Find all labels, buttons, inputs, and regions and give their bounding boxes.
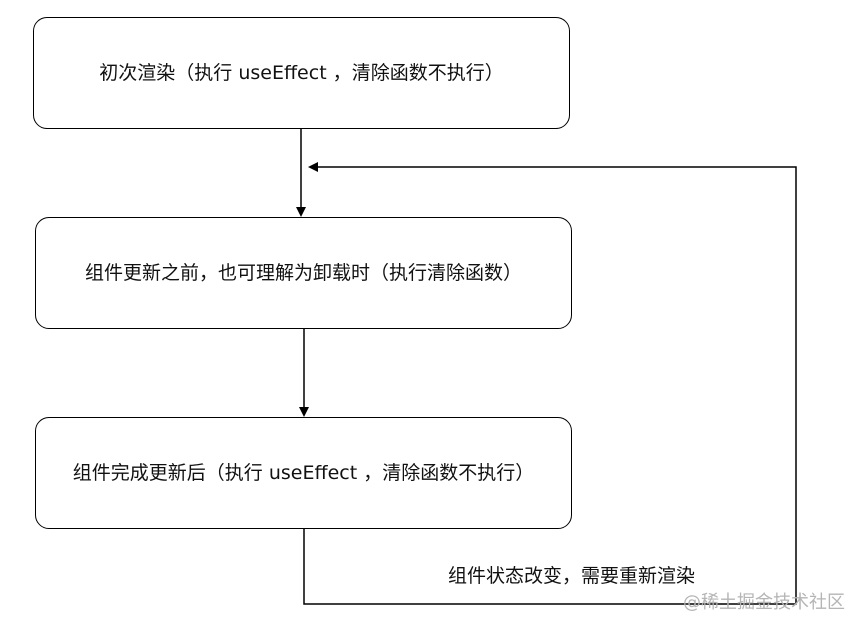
node-after-update: 组件完成更新后（执行 useEffect ，清除函数不执行） <box>35 417 572 529</box>
watermark-text: @稀土掘金技术社区 <box>683 592 845 613</box>
edge-loop-label: 组件状态改变，需要重新渲染 <box>448 562 696 590</box>
node-initial-render: 初次渲染（执行 useEffect ，清除函数不执行） <box>33 17 570 129</box>
node-initial-render-label: 初次渲染（执行 useEffect ，清除函数不执行） <box>99 62 504 84</box>
edge-loop-back <box>303 162 797 605</box>
node-before-update-label: 组件更新之前，也可理解为卸载时（执行清除函数） <box>84 262 522 284</box>
node-before-update: 组件更新之前，也可理解为卸载时（执行清除函数） <box>35 217 572 329</box>
node-after-update-label: 组件完成更新后（执行 useEffect ，清除函数不执行） <box>72 462 535 484</box>
